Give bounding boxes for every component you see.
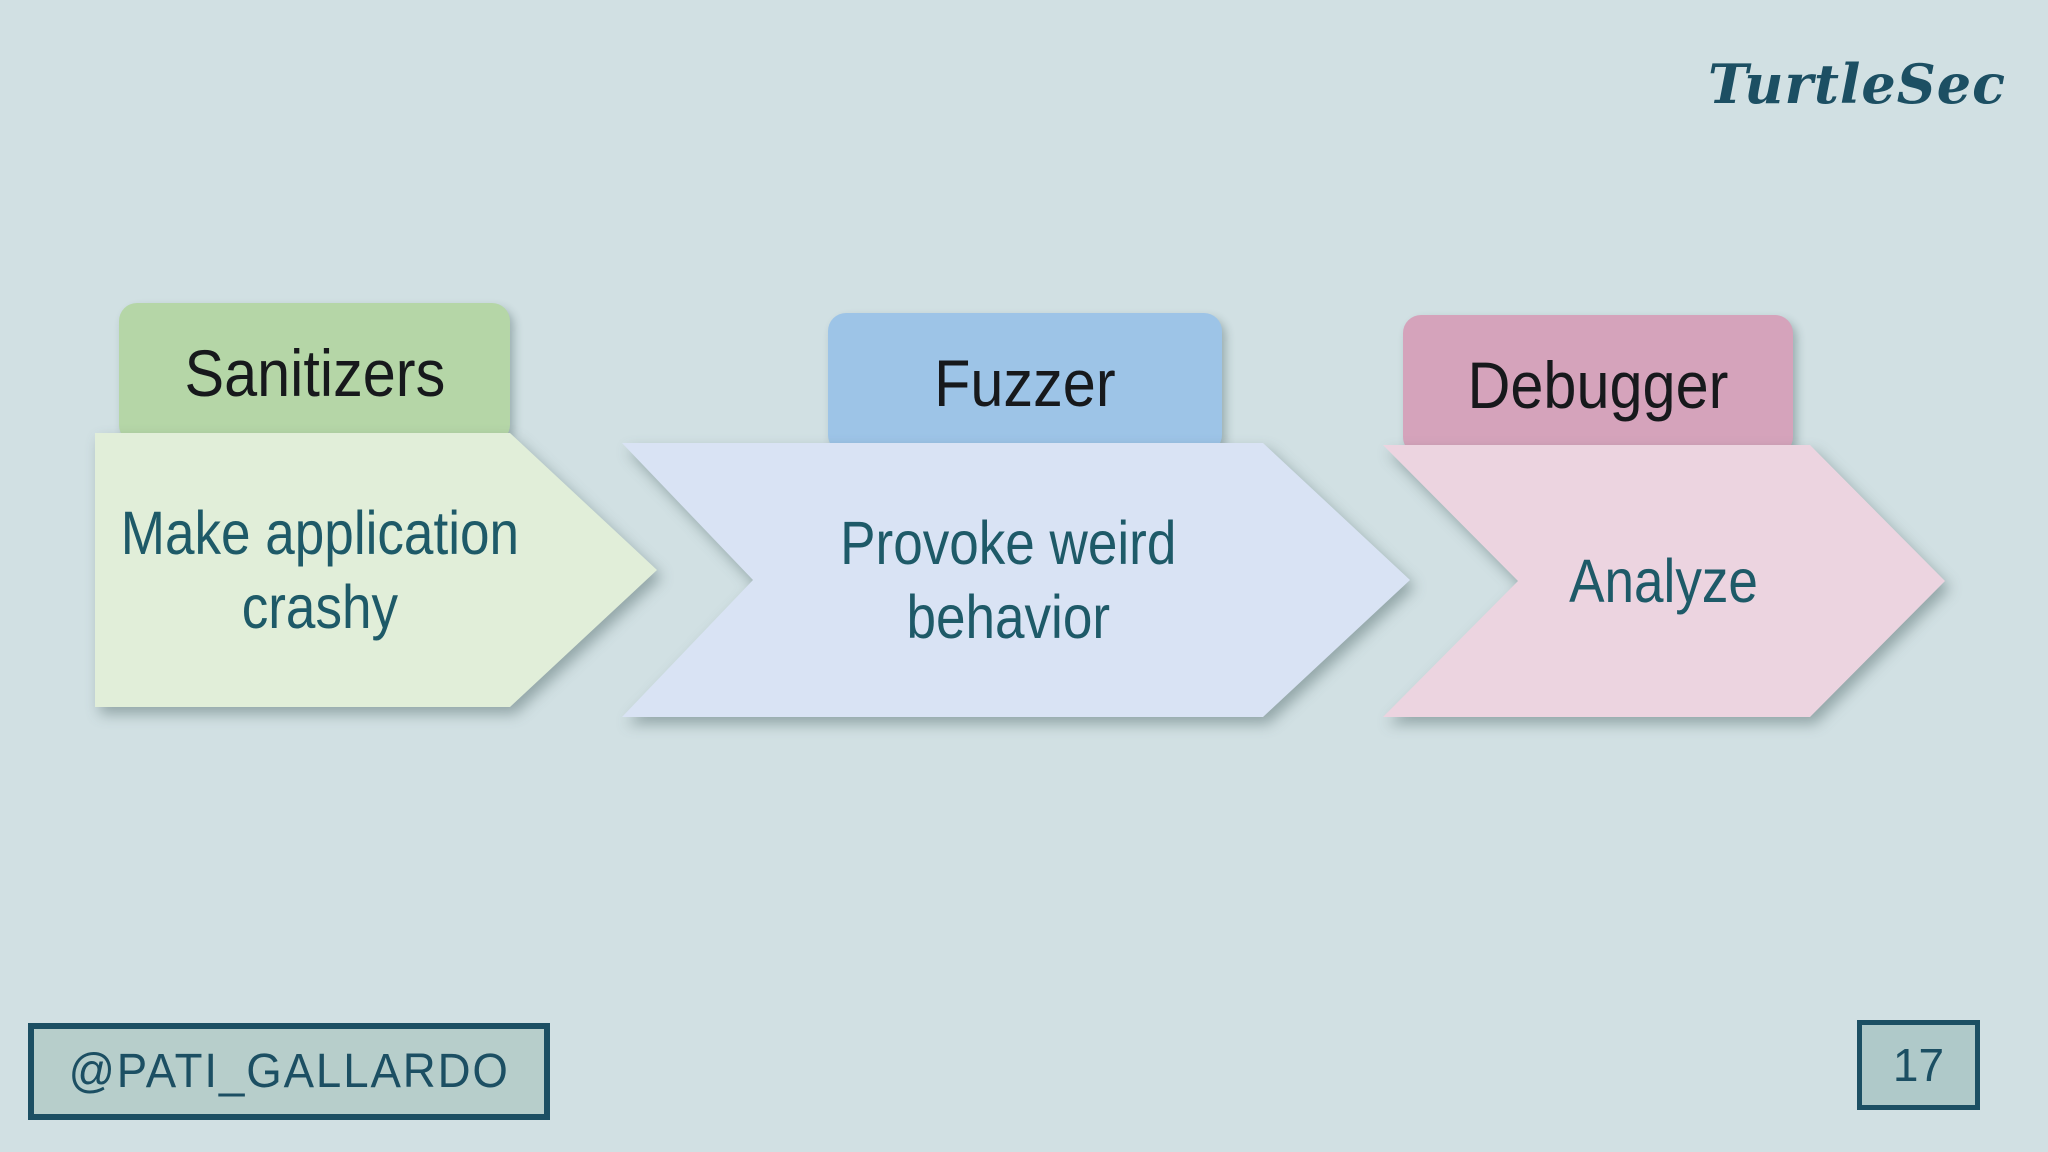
process-arrow-sanitizers [95,433,657,707]
arrow-shape-sanitizers [95,433,657,707]
description-line: behavior [906,583,1110,651]
step-description-debugger: Analyze [1518,445,1810,717]
arrow-shape-fuzzer [622,443,1410,717]
process-arrow-debugger [1383,445,1945,717]
description-line: Provoke weird [839,508,1177,577]
description-line: Make application [120,498,520,567]
step-title-sanitizers: Sanitizers [184,336,445,410]
twitter-handle-box: @PATI_GALLARDO [28,1023,550,1120]
step-tab-fuzzer: Fuzzer [828,313,1222,453]
step-description-sanitizers: Make application crashy [95,433,545,707]
step-tab-sanitizers: Sanitizers [119,303,510,443]
twitter-handle: @PATI_GALLARDO [68,1045,510,1098]
description-line: crashy [241,573,399,641]
step-title-debugger: Debugger [1467,348,1729,422]
description-line: Analyze [1569,546,1759,615]
step-title-fuzzer: Fuzzer [934,346,1116,420]
page-number-box: 17 [1857,1020,1980,1110]
brand-logo: TurtleSec [1708,52,2006,116]
step-tab-debugger: Debugger [1403,315,1793,455]
step-description-fuzzer: Provoke weird behavior [753,443,1263,717]
arrow-shape-debugger [1383,445,1945,717]
page-number: 17 [1892,1039,1945,1091]
process-arrow-fuzzer [622,443,1410,717]
